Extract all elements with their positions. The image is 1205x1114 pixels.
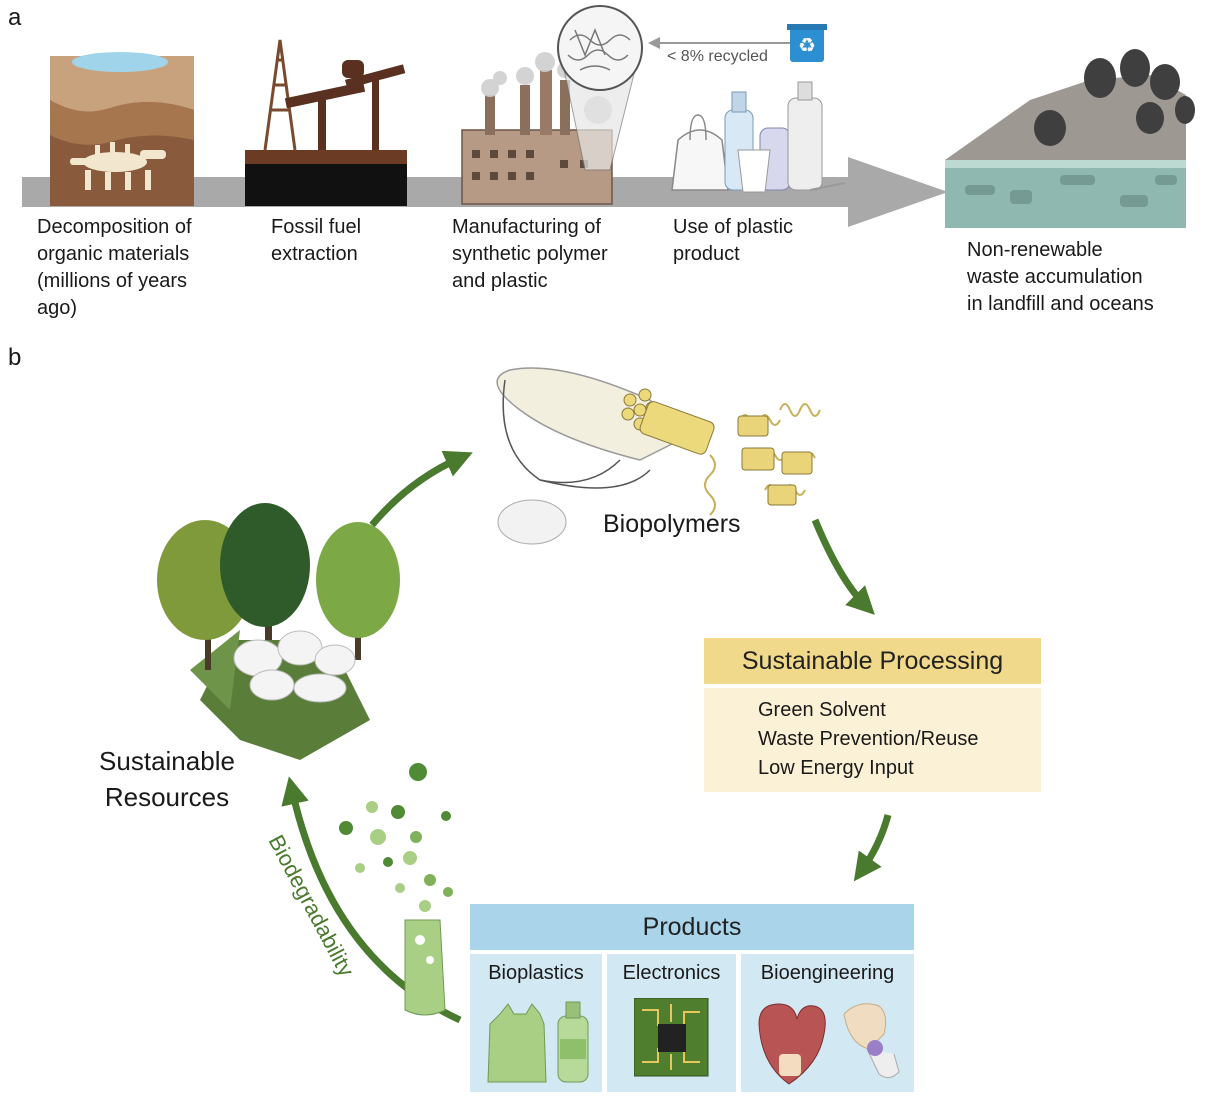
products-column-bioengineering: Bioengineering <box>741 954 914 1092</box>
silk-cocoon-icon <box>497 499 567 545</box>
arrow-resources-to-biopolymers <box>369 450 473 528</box>
processing-item: Low Energy Input <box>758 757 914 779</box>
sustainable-resources-label: Sustainable Resources <box>99 746 235 812</box>
dissolving-bottle-icon <box>404 919 446 1016</box>
sustainable-processing-box: Sustainable Processing Green Solvent Was… <box>704 638 1041 794</box>
recycle-note: < 8% recycled <box>667 48 768 65</box>
products-column-label: Bioengineering <box>760 962 895 984</box>
sustainable-resources-illustration <box>157 503 400 760</box>
arrow-processing-to-products <box>853 814 892 882</box>
plastic-products-illustration <box>671 81 846 193</box>
stage-label-extraction: Fossil fuel extraction <box>271 216 362 265</box>
factory-illustration <box>461 5 643 205</box>
products-column-bioplastics: Bioplastics <box>470 954 602 1092</box>
biopolymers-label: Biopolymers <box>603 510 741 538</box>
panel-b-illustration: Biodegradability <box>157 367 892 1024</box>
landfill-ocean-illustration <box>945 49 1195 228</box>
stage-label-manufacturing: Manufacturing of synthetic polymer and p… <box>452 216 608 292</box>
stage-label-decomposition: Decomposition of organic materials (mill… <box>37 216 192 319</box>
trash-bag-icons <box>1034 49 1195 146</box>
biopolymer-fiber-illustration <box>496 367 821 545</box>
polymer-magnifier-icon <box>557 5 643 91</box>
products-column-label: Bioplastics <box>488 962 584 984</box>
arrow-biopolymers-to-processing <box>811 518 875 615</box>
heart-bone-icon <box>758 1003 900 1085</box>
stage-label-waste: Non-renewable waste accumulation in land… <box>967 239 1154 315</box>
products-column-label: Electronics <box>622 962 721 984</box>
fossil-soil-illustration <box>50 52 194 206</box>
stage-label-use: Use of plastic product <box>673 216 794 265</box>
processing-item: Green Solvent <box>758 699 886 721</box>
recycle-flow: < 8% recycled ♻ <box>648 24 827 65</box>
products-title: Products <box>470 904 914 950</box>
bioplastic-bag-bottle-icon <box>487 1001 589 1083</box>
panel-a-letter: a <box>8 4 22 31</box>
panel-a-illustration: < 8% recycled ♻ <box>22 5 1195 228</box>
panel-b-letter: b <box>8 344 22 371</box>
biodegradation-bubbles <box>339 763 453 912</box>
plastic-bag-icon <box>671 129 729 191</box>
dinosaur-fossil-icon <box>70 142 166 190</box>
circuit-chip-icon <box>634 998 709 1077</box>
products-box: Products Bioplastics Electronics Bioengi… <box>470 904 914 1092</box>
recycle-bin-icon: ♻ <box>787 24 827 62</box>
processing-list: Green Solvent Waste Prevention/Reuse Low… <box>704 688 1041 792</box>
oil-pump-illustration <box>245 39 407 206</box>
products-column-electronics: Electronics <box>607 954 736 1092</box>
processing-item: Waste Prevention/Reuse <box>758 728 979 750</box>
svg-text:♻: ♻ <box>798 35 816 57</box>
cycle-arrows <box>281 450 892 1024</box>
processing-title: Sustainable Processing <box>704 638 1041 684</box>
